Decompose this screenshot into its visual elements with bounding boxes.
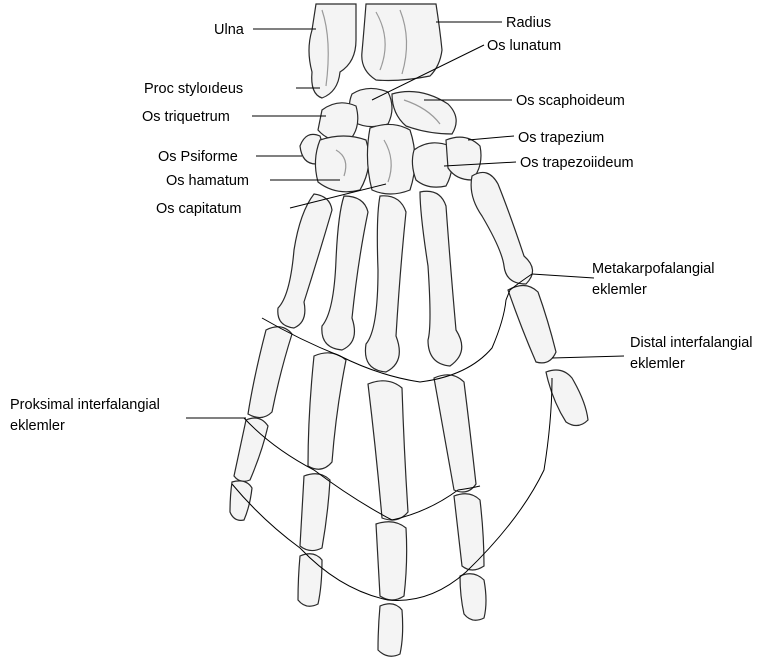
label-os-trapezoideum: Os trapezoiideum bbox=[520, 155, 634, 171]
index-distal-phalanx bbox=[460, 574, 486, 621]
label-os-psiforme: Os Psiforme bbox=[158, 149, 238, 165]
metacarpal-1 bbox=[471, 172, 532, 284]
ulna-bone bbox=[309, 4, 356, 98]
little-proximal-phalanx bbox=[248, 327, 292, 418]
forearm-bones bbox=[309, 4, 442, 98]
label-os-trapezium: Os trapezium bbox=[518, 130, 604, 146]
label-os-scaphoideum: Os scaphoideum bbox=[516, 93, 625, 109]
middle-distal-phalanx bbox=[378, 604, 403, 657]
middle-proximal-phalanx bbox=[368, 381, 408, 520]
leader-distal bbox=[552, 356, 624, 358]
label-ulna: Ulna bbox=[214, 22, 245, 38]
label-metakarpofalangial-line1: Metakarpofalangial bbox=[592, 261, 715, 277]
label-proksimal-line2: eklemler bbox=[10, 418, 65, 434]
label-proksimal-line1: Proksimal interfalangial bbox=[10, 397, 160, 413]
metacarpal-2 bbox=[420, 191, 462, 366]
leader-metakarpofalangial bbox=[532, 274, 594, 278]
label-distal-line1: Distal interfalangial bbox=[630, 335, 753, 351]
metacarpal-3 bbox=[365, 196, 406, 372]
label-os-lunatum: Os lunatum bbox=[487, 38, 561, 54]
label-os-triquetrum: Os triquetrum bbox=[142, 109, 230, 125]
thumb-proximal-phalanx bbox=[508, 285, 556, 362]
index-proximal-phalanx bbox=[434, 375, 476, 492]
little-distal-phalanx bbox=[230, 481, 252, 520]
hamate-bone bbox=[315, 136, 368, 192]
label-os-hamatum: Os hamatum bbox=[166, 173, 249, 189]
metacarpal-5 bbox=[278, 194, 332, 328]
little-middle-phalanx bbox=[234, 418, 268, 481]
label-proc-styloideus: Proc styloıdeus bbox=[144, 81, 243, 97]
middle-middle-phalanx bbox=[376, 522, 407, 600]
phalanges bbox=[230, 285, 588, 656]
label-os-capitatum: Os capitatum bbox=[156, 201, 241, 217]
ring-proximal-phalanx bbox=[308, 353, 346, 469]
ring-distal-phalanx bbox=[298, 554, 322, 607]
ring-middle-phalanx bbox=[300, 474, 330, 551]
label-radius: Radius bbox=[506, 15, 551, 31]
carpal-bones bbox=[300, 88, 481, 194]
leader-trapezium bbox=[468, 136, 514, 140]
label-metakarpofalangial-line2: eklemler bbox=[592, 282, 647, 298]
label-distal-line2: eklemler bbox=[630, 356, 685, 372]
